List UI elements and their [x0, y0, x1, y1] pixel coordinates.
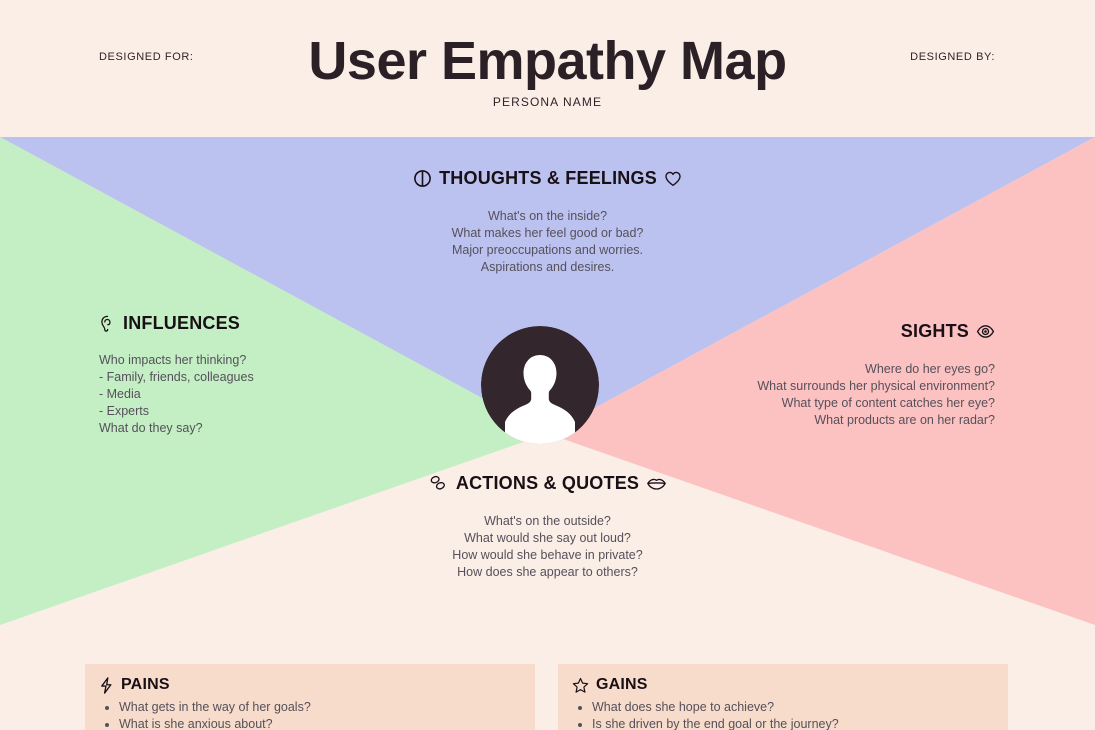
thoughts-heading: THOUGHTS & FEELINGS	[0, 168, 1095, 189]
section-gains: GAINS What does she hope to achieve? Is …	[558, 664, 1008, 730]
sights-line: What type of content catches her eye?	[781, 395, 995, 410]
influences-body: Who impacts her thinking? - Family, frie…	[99, 352, 254, 436]
influences-line: - Experts	[99, 403, 150, 418]
influences-heading: INFLUENCES	[99, 313, 254, 334]
header-band: DESIGNED FOR: User Empathy Map PERSONA N…	[0, 0, 1095, 137]
actions-line: What would she say out loud?	[464, 530, 631, 545]
gains-list: What does she hope to achieve? Is she dr…	[558, 699, 1008, 730]
avatar-silhouette	[505, 355, 575, 444]
section-thoughts-and-feelings: THOUGHTS & FEELINGS What's on the inside…	[0, 168, 1095, 276]
actions-body: What's on the outside? What would she sa…	[0, 513, 1095, 581]
designed-for-label: DESIGNED FOR:	[99, 51, 194, 63]
influences-line: - Media	[99, 386, 141, 401]
quadrant-top-thoughts	[0, 137, 1095, 434]
actions-line: How does she appear to others?	[457, 564, 638, 579]
star-icon	[572, 677, 589, 694]
thoughts-line: Major preoccupations and worries.	[451, 242, 644, 257]
list-item: What is she anxious about?	[119, 716, 535, 730]
actions-line: What's on the outside?	[484, 514, 611, 528]
actions-heading: ACTIONS & QUOTES	[0, 473, 1095, 494]
page-title: User Empathy Map	[308, 31, 787, 91]
actions-line: How would she behave in private?	[452, 547, 643, 562]
sights-body: Where do her eyes go? What surrounds her…	[757, 361, 995, 429]
influences-line: What do they say?	[99, 420, 203, 435]
section-sights: SIGHTS Where do her eyes go? What surrou…	[757, 321, 995, 429]
list-item: Is she driven by the end goal or the jou…	[592, 716, 1008, 730]
pains-heading: PAINS	[99, 676, 535, 694]
thoughts-line: What makes her feel good or bad?	[451, 225, 644, 240]
persona-name-label: PERSONA NAME	[492, 95, 603, 109]
influences-title: INFLUENCES	[123, 313, 241, 333]
pains-title: PAINS	[121, 676, 170, 693]
influences-line: Who impacts her thinking?	[99, 353, 247, 367]
section-actions-and-quotes: ACTIONS & QUOTES What's on the outside? …	[0, 473, 1095, 581]
section-pains: PAINS What gets in the way of her goals?…	[85, 664, 535, 730]
list-item: What gets in the way of her goals?	[119, 699, 535, 716]
footsteps-icon	[428, 474, 449, 493]
heart-icon	[664, 170, 682, 188]
sights-line: What products are on her radar?	[814, 412, 995, 427]
quadrant-left-influences	[0, 137, 548, 625]
designed-by-label: DESIGNED BY:	[910, 51, 995, 63]
gains-title: GAINS	[596, 676, 648, 693]
thoughts-line: What's on the inside?	[487, 209, 608, 223]
thoughts-title: THOUGHTS & FEELINGS	[439, 168, 657, 188]
eye-icon	[976, 322, 995, 341]
actions-title: ACTIONS & QUOTES	[455, 473, 640, 493]
lips-icon	[646, 475, 667, 492]
sights-heading: SIGHTS	[757, 321, 995, 342]
quadrant-right-sights	[547, 137, 1095, 625]
thoughts-body: What's on the inside? What makes her fee…	[0, 208, 1095, 276]
lightning-bolt-icon	[99, 676, 114, 694]
empathy-map-quadrants	[0, 137, 1095, 730]
ear-icon	[99, 315, 116, 332]
pains-list: What gets in the way of her goals? What …	[85, 699, 535, 730]
sights-line: Where do her eyes go?	[865, 362, 995, 376]
section-influences: INFLUENCES Who impacts her thinking? - F…	[99, 313, 254, 436]
brain-icon	[413, 169, 432, 188]
influences-line: - Family, friends, colleagues	[99, 369, 254, 384]
gains-heading: GAINS	[572, 676, 1008, 694]
avatar	[481, 326, 599, 444]
sights-line: What surrounds her physical environment?	[757, 378, 995, 393]
sights-title: SIGHTS	[900, 321, 969, 341]
thoughts-line: Aspirations and desires.	[480, 259, 615, 274]
list-item: What does she hope to achieve?	[592, 699, 1008, 716]
